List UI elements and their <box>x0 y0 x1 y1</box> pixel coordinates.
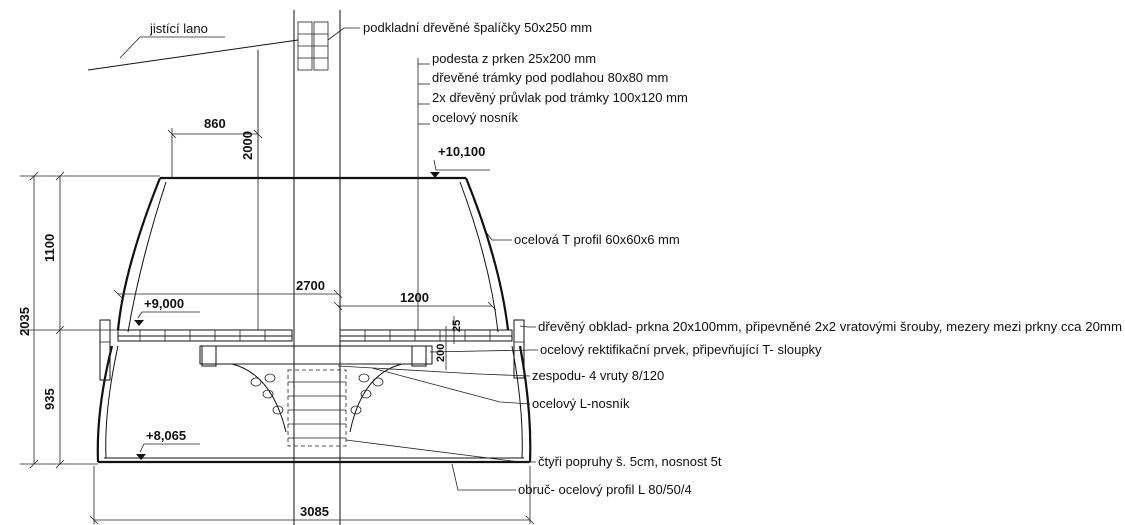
dim-25: 25 <box>451 320 463 332</box>
l-beam-console <box>231 363 403 433</box>
dim-935: 935 <box>42 388 57 410</box>
straps <box>287 369 347 447</box>
wood-blocks <box>297 21 329 71</box>
label-screws: zespodu- 4 vruty 8/120 <box>532 368 664 383</box>
leaders <box>327 27 538 491</box>
dim-1100: 1100 <box>42 234 57 262</box>
label-steel-girder: ocelový nosník <box>432 110 518 125</box>
dim-1200: 1200 <box>400 290 429 305</box>
annotation-texts: jistící lano podkladní dřevěné špalíčky … <box>149 20 1122 497</box>
label-beams: 2x dřevěný průvlak pod trámky 100x120 mm <box>432 90 688 105</box>
dim-860: 860 <box>204 116 226 131</box>
label-safety-rope: jistící lano <box>149 21 208 36</box>
label-rect-element: ocelový rektifikační prvek, připevňující… <box>540 342 822 357</box>
level-middle: +9,000 <box>144 296 184 311</box>
dim-3085: 3085 <box>300 504 329 519</box>
label-l-beam: ocelový L-nosník <box>532 396 630 411</box>
dimension-lines <box>20 50 535 525</box>
label-joists: dřevěné trámky pod podlahou 80x80 mm <box>432 70 668 85</box>
label-ring: obruč- ocelový profil L 80/50/4 <box>518 482 692 497</box>
platform <box>117 329 513 367</box>
label-t-profile: ocelová T profil 60x60x6 mm <box>514 232 680 247</box>
level-bottom: +8,065 <box>146 428 186 443</box>
canopy-structure <box>96 176 532 464</box>
tree-trunk <box>293 10 341 525</box>
dim-2700: 2700 <box>296 278 325 293</box>
safety-rope <box>87 36 299 71</box>
dimension-texts: 860 2000 2700 1200 1100 2035 935 3085 20… <box>17 116 463 519</box>
level-top: +10,100 <box>438 144 485 159</box>
dim-2000: 2000 <box>240 131 255 160</box>
label-straps: čtyři popruhy š. 5cm, nosnost 5t <box>538 454 722 469</box>
label-platform-boards: podesta z prken 25x200 mm <box>432 51 596 66</box>
label-wood-blocks: podkladní dřevěné špalíčky 50x250 mm <box>363 20 592 35</box>
level-texts: +10,100 +9,000 +8,065 <box>144 144 485 443</box>
level-markers <box>134 159 490 460</box>
dim-200: 200 <box>435 344 447 362</box>
dim-2035: 2035 <box>17 307 32 336</box>
label-cladding: dřevěný obklad- prkna 20x100mm, připevně… <box>538 319 1122 334</box>
